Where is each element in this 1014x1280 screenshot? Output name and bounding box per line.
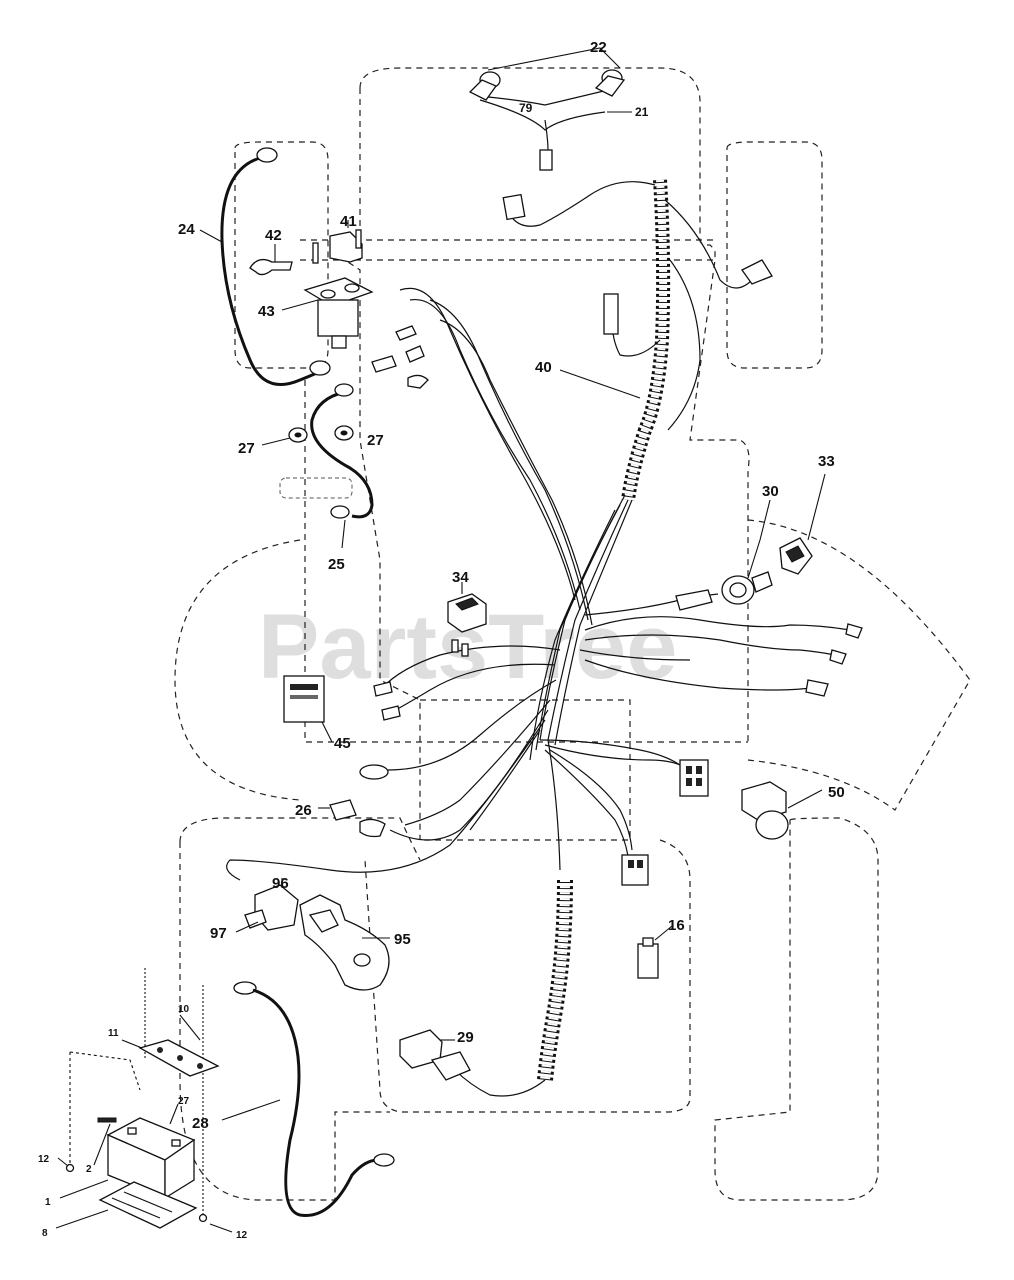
battery-cable-28: [221, 981, 395, 1217]
callout-30: 30: [762, 483, 779, 500]
relay-33: [779, 473, 826, 575]
callout-12-right: 12: [236, 1230, 248, 1241]
callout-42: 42: [265, 227, 282, 244]
switch-34: [447, 582, 487, 657]
callout-21: 21: [635, 105, 649, 119]
callout-45: 45: [334, 735, 351, 752]
callout-27-left: 27: [238, 440, 255, 457]
callout-22: 22: [590, 39, 607, 56]
connector-96-97: [235, 878, 299, 933]
callout-97: 97: [210, 925, 227, 942]
fuse-holder-16: [637, 925, 673, 979]
callout-50: 50: [828, 784, 845, 801]
callout-10: 10: [178, 1004, 190, 1015]
callout-28: 28: [192, 1115, 209, 1132]
callout-96: 96: [272, 875, 289, 892]
nut-27: [261, 425, 354, 446]
connector-6pin: [679, 759, 709, 797]
callout-27-right: 27: [367, 432, 384, 449]
callout-33: 33: [818, 453, 835, 470]
inline-connectors: [371, 325, 429, 389]
callout-40: 40: [535, 359, 552, 376]
callout-8: 8: [42, 1228, 48, 1239]
callout-labels: 22 79 21 24 42 41 43 40 27 27 25 33 30 3…: [38, 39, 845, 1241]
module-45: [283, 675, 333, 743]
callout-41: 41: [340, 213, 357, 230]
clip-42: [249, 244, 293, 276]
callout-12-left: 12: [38, 1154, 50, 1165]
ignition-switch-30: [721, 499, 773, 605]
battery-assembly: [55, 968, 233, 1233]
headlight-harness: [468, 47, 632, 171]
callout-25: 25: [328, 556, 345, 573]
callout-2: 2: [86, 1164, 92, 1175]
callout-24: 24: [178, 221, 195, 238]
battery-cable-24: [199, 147, 331, 386]
main-harness-40: [226, 179, 863, 1097]
callout-16: 16: [668, 917, 685, 934]
callout-11: 11: [108, 1028, 119, 1039]
starter-solenoid-43: [281, 220, 374, 349]
callout-1: 1: [45, 1197, 51, 1208]
terminal-26: [318, 799, 386, 838]
callout-34: 34: [452, 569, 469, 586]
callout-26: 26: [295, 802, 312, 819]
connector-29: [399, 1029, 471, 1081]
switch-50: [741, 781, 823, 840]
callout-79: 79: [519, 101, 533, 115]
ground-cable-25: [279, 383, 374, 549]
callout-43: 43: [258, 303, 275, 320]
callout-27-battery: 27: [178, 1096, 190, 1107]
bracket-95: [299, 894, 390, 991]
callout-29: 29: [457, 1029, 474, 1046]
connector-4pin: [621, 854, 649, 886]
callout-95: 95: [394, 931, 411, 948]
